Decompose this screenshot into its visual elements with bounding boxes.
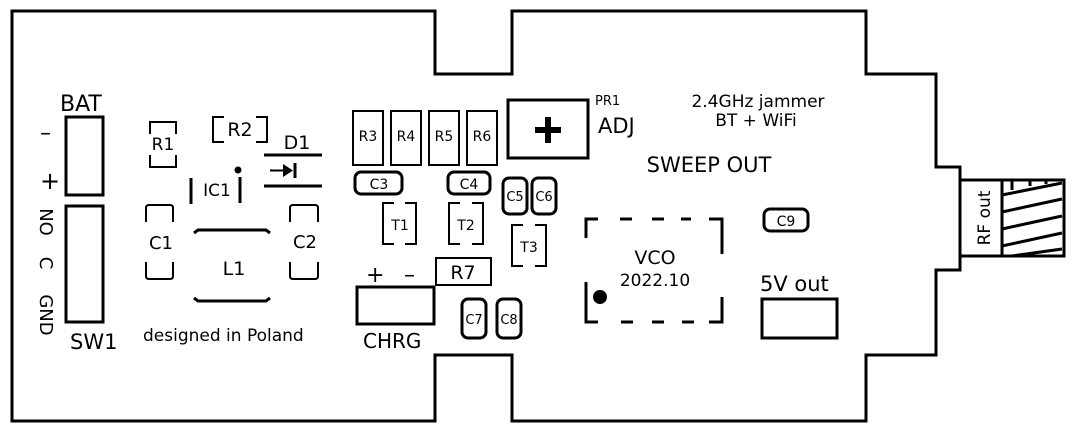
r3-resistor: R3 bbox=[352, 110, 384, 166]
pr1-potentiometer bbox=[506, 98, 590, 160]
c2-label: C2 bbox=[293, 232, 317, 253]
d1-diode: D1 bbox=[264, 132, 322, 188]
c7-label: C7 bbox=[465, 313, 482, 328]
bat-plus-label: + bbox=[40, 167, 60, 195]
credit-text: designed in Poland bbox=[143, 326, 304, 346]
c3-label: C3 bbox=[370, 177, 389, 193]
sw1-label: SW1 bbox=[70, 330, 117, 354]
rf-connector: RF out bbox=[958, 178, 1066, 258]
c1-capacitor: C1 bbox=[145, 204, 174, 280]
r7-label: R7 bbox=[450, 262, 475, 284]
sw-no-label: NO bbox=[35, 208, 56, 236]
board-outline bbox=[10, 9, 962, 423]
r6-label: R6 bbox=[473, 129, 492, 145]
r5-resistor: R5 bbox=[428, 110, 460, 166]
c5-capacitor: C5 bbox=[501, 176, 529, 216]
r2-resistor: R2 bbox=[212, 116, 268, 143]
year-label: 2022.10 bbox=[620, 271, 690, 291]
title-line1: 2.4GHz jammer bbox=[691, 92, 824, 112]
rf-out-label: RF out bbox=[975, 190, 995, 245]
c7-capacitor: C7 bbox=[460, 297, 488, 340]
r7-resistor: R7 bbox=[435, 257, 492, 286]
c4-label: C4 bbox=[460, 177, 479, 193]
r4-resistor: R4 bbox=[390, 110, 422, 166]
pr1-label: PR1 bbox=[595, 94, 620, 109]
adj-label: ADJ bbox=[598, 114, 635, 138]
chrg-connector bbox=[355, 285, 436, 326]
five-v-out-label: 5V out bbox=[760, 272, 829, 296]
c3-capacitor: C3 bbox=[353, 170, 404, 196]
title-line2: BT + WiFi bbox=[715, 111, 797, 131]
c1-label: C1 bbox=[149, 233, 173, 254]
l1-inductor: L1 bbox=[193, 228, 271, 303]
bat-minus-label: – bbox=[40, 121, 51, 146]
sw1-connector bbox=[64, 204, 105, 324]
five-v-out-connector bbox=[760, 297, 839, 340]
c6-capacitor: C6 bbox=[530, 176, 558, 216]
sw-c-label: C bbox=[35, 257, 56, 270]
c4-capacitor: C4 bbox=[446, 170, 492, 196]
c9-capacitor: C9 bbox=[762, 207, 810, 233]
bat-label: BAT bbox=[60, 92, 102, 117]
bat-connector bbox=[64, 115, 105, 197]
c9-label: C9 bbox=[777, 214, 796, 230]
vco-module: VCO 2022.10 bbox=[584, 217, 724, 324]
r2-label: R2 bbox=[227, 119, 252, 141]
t2-transistor: T2 bbox=[448, 202, 484, 245]
r1-resistor: R1 bbox=[149, 121, 177, 168]
r6-resistor: R6 bbox=[466, 110, 498, 166]
vco-label: VCO bbox=[634, 247, 675, 269]
r4-label: R4 bbox=[397, 129, 416, 145]
t1-transistor: T1 bbox=[382, 202, 417, 245]
c8-capacitor: C8 bbox=[495, 297, 523, 340]
t3-label: T3 bbox=[519, 240, 537, 256]
c2-capacitor: C2 bbox=[289, 204, 319, 280]
c8-label: C8 bbox=[500, 313, 517, 328]
r1-label: R1 bbox=[152, 135, 175, 155]
c6-label: C6 bbox=[535, 190, 552, 205]
ic1-chip: IC1 bbox=[189, 166, 242, 204]
t2-label: T2 bbox=[456, 218, 474, 234]
chrg-plus-label: + bbox=[366, 263, 384, 288]
chrg-minus-label: – bbox=[404, 263, 415, 288]
t3-transistor: T3 bbox=[511, 224, 547, 267]
sweep-out-label: SWEEP OUT bbox=[647, 153, 772, 177]
chrg-label: CHRG bbox=[363, 329, 421, 353]
d1-label: D1 bbox=[284, 132, 311, 154]
sw-gnd-label: GND bbox=[35, 294, 56, 335]
r3-label: R3 bbox=[359, 129, 378, 145]
l1-label: L1 bbox=[223, 258, 246, 280]
t1-label: T1 bbox=[390, 218, 408, 234]
c5-label: C5 bbox=[506, 190, 523, 205]
ic1-label: IC1 bbox=[203, 181, 231, 201]
r5-label: R5 bbox=[435, 129, 454, 145]
